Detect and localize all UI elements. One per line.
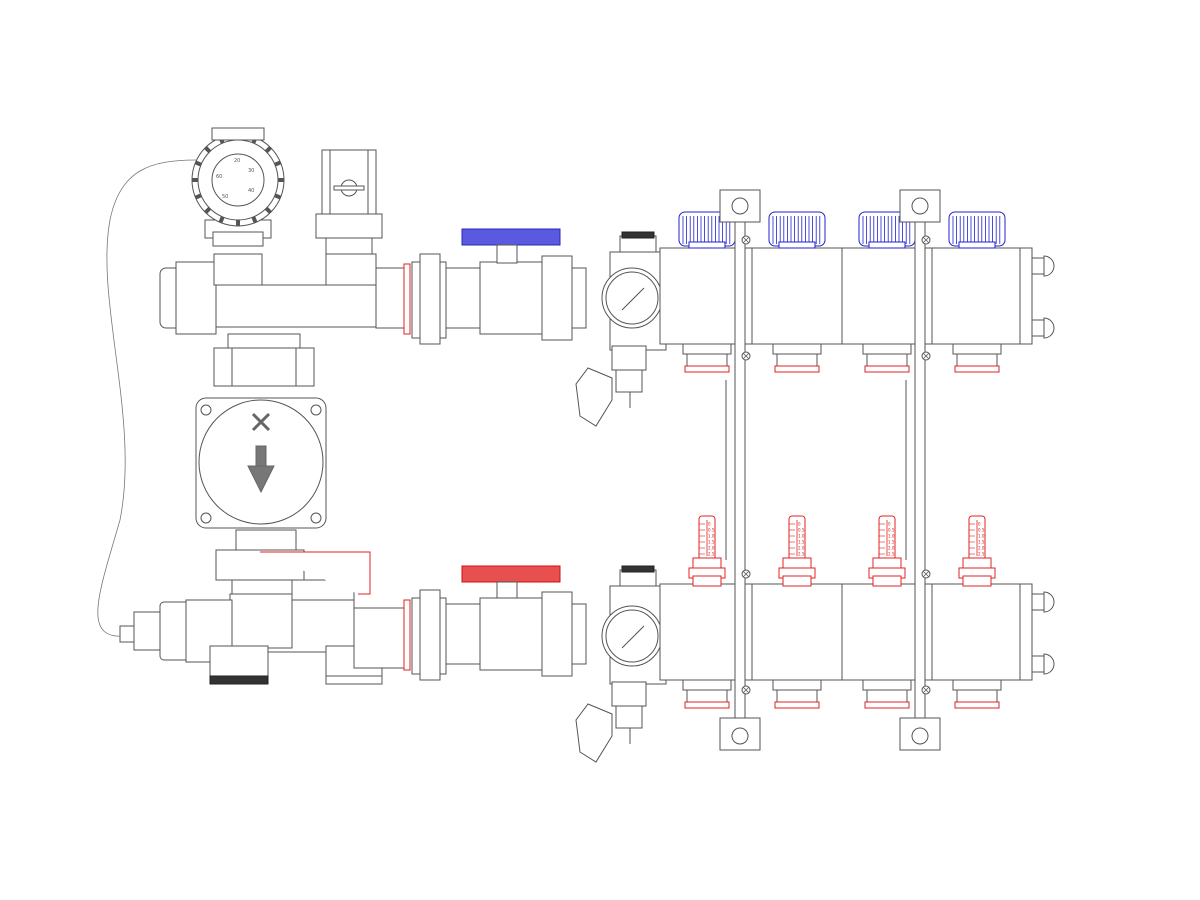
flowmeter-tick-label: 1.0 [888, 534, 895, 539]
flowmeter-tick-label: 0 [978, 522, 981, 527]
return-outlets [682, 679, 1002, 709]
flowmeter-tick-label: 2.0 [888, 546, 895, 551]
thermostat-tooth [194, 160, 202, 167]
bracket-1 [719, 189, 761, 751]
thermostat-tooth [204, 206, 212, 214]
thermostat-tooth [264, 146, 272, 154]
blue-valve-handle [461, 228, 561, 264]
flowmeter-tick-label: 2.0 [708, 546, 715, 551]
thermostat-label-3: 50 [222, 194, 228, 200]
flowmeter-tick-label: 1.5 [888, 540, 895, 545]
flowmeter-tick-label: 0 [798, 522, 801, 527]
circulation-pump [195, 333, 327, 557]
flowmeter-tick-label: 2.0 [978, 546, 985, 551]
red-valve-handle [461, 565, 561, 599]
flowmeter-tick-label: 2.5 [798, 552, 805, 557]
return-outlet-3 [862, 679, 912, 709]
flowmeter-tick-label: 1.5 [798, 540, 805, 545]
supply-outlet-2 [772, 343, 822, 373]
supply-outlet-4 [952, 343, 1002, 373]
flowmeter-tick-label: 2.5 [978, 552, 985, 557]
flowmeter-tick-label: 1.0 [978, 534, 985, 539]
thermostatic-head: 20 30 40 50 60 [191, 127, 285, 247]
pump-arrow-icon [247, 445, 275, 494]
thermostat-tooth [274, 160, 282, 167]
flowmeter-tick-label: 0 [888, 522, 891, 527]
thermostat-tooth [204, 146, 212, 154]
thermostat-tooth [251, 216, 258, 224]
flowmeter-3: 00.51.01.52.02.5 [868, 515, 906, 587]
thermostat-tooth [264, 206, 272, 214]
pump-logo-icon [251, 412, 271, 432]
flowmeter-tick-label: 1.5 [708, 540, 715, 545]
thermostat-label-4: 60 [216, 174, 222, 180]
flowmeter-tick-label: 0.5 [888, 528, 895, 533]
return-outlet-4 [952, 679, 1002, 709]
thermostat-tooth [218, 216, 225, 224]
supply-outlet-1 [682, 343, 732, 373]
flowmeter-tick-label: 2.0 [798, 546, 805, 551]
flowmeter-tick-label: 2.5 [708, 552, 715, 557]
flowmeter-tick-label: 2.5 [888, 552, 895, 557]
flowmeter-2: 00.51.01.52.02.5 [778, 515, 816, 587]
supply-manifold-bar [659, 247, 1055, 345]
return-sensor-pocket [119, 601, 191, 661]
thermostat-label-2: 40 [248, 188, 254, 194]
top-supply-pipe [159, 253, 587, 345]
flowmeters: 00.51.01.52.02.500.51.01.52.02.500.51.01… [688, 515, 996, 587]
flowmeter-4: 00.51.01.52.02.5 [958, 515, 996, 587]
capillary-wire [97, 159, 197, 637]
flowmeter-tick-label: 0.5 [708, 528, 715, 533]
flowmeter-tick-label: 0.5 [978, 528, 985, 533]
bracket-2 [899, 189, 941, 751]
flowmeter-tick-label: 1.0 [798, 534, 805, 539]
thermostat-label-1: 30 [248, 168, 254, 174]
flowmeter-1: 00.51.01.52.02.5 [688, 515, 726, 587]
thermostat-tooth [194, 193, 202, 200]
mounting-brackets [719, 189, 941, 751]
flowmeter-tick-label: 1.0 [708, 534, 715, 539]
thermostat-tooth [274, 193, 282, 200]
bottom-return-pipe [185, 589, 587, 685]
top-ball-valve-head [315, 149, 383, 255]
flowmeter-tick-label: 0.5 [798, 528, 805, 533]
supply-outlets [682, 343, 1002, 373]
bottom-gauge-tee [575, 565, 667, 763]
supply-cap-2 [768, 211, 826, 249]
return-manifold-bar [659, 583, 1055, 681]
flowmeter-tick-label: 0 [708, 522, 711, 527]
supply-cap-4 [948, 211, 1006, 249]
supply-outlet-3 [862, 343, 912, 373]
flowmeter-tick-label: 1.5 [978, 540, 985, 545]
return-outlet-2 [772, 679, 822, 709]
thermostat-label-0: 20 [234, 158, 240, 164]
mixing-valve-body [215, 549, 371, 653]
top-gauge-tee [575, 231, 667, 427]
return-outlet-1 [682, 679, 732, 709]
